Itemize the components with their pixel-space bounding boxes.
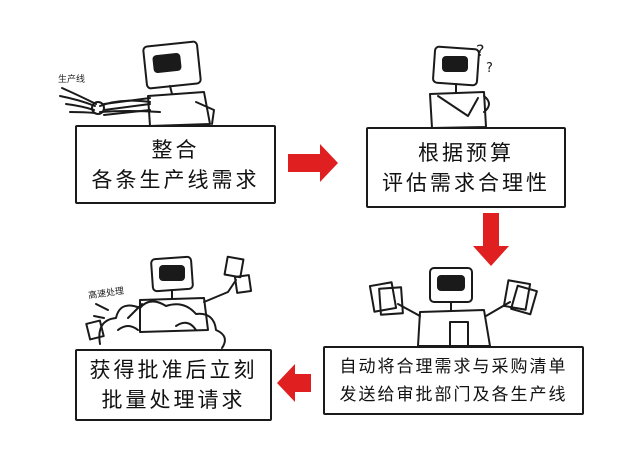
robot-1-icon: [59, 40, 215, 127]
arrow-left-icon: [277, 364, 311, 402]
svg-text:?: ?: [476, 41, 485, 60]
production-line-label: 生产线: [58, 75, 86, 85]
step-1-subtitle: 各条生产线需求: [91, 167, 260, 192]
step-1-box: 整合 各条生产线需求: [75, 125, 276, 204]
arrow-right-icon: [288, 144, 338, 182]
svg-text:?: ?: [486, 61, 493, 76]
arrow-down-icon: [473, 213, 509, 266]
step-3-box: 自动将合理需求与采购清单 发送给审批部门及各生产线: [323, 346, 584, 415]
step-1-title: 整合: [151, 137, 200, 162]
step-2-box: 根据预算 评估需求合理性: [366, 127, 566, 208]
step-4-box: 获得批准后立刻 批量处理请求: [75, 349, 272, 421]
robot-2-icon: ? ?: [429, 41, 493, 129]
step-4-line-2: 批量处理请求: [101, 388, 246, 412]
step-2-title: 根据预算: [418, 140, 514, 165]
step-2-subtitle: 评估需求合理性: [382, 170, 550, 195]
step-4-line-1: 获得批准后立刻: [89, 358, 258, 382]
robot-4-icon: [85, 255, 253, 349]
step-3-line-2: 发送给审批部门及各生产线: [339, 384, 568, 405]
step-3-line-1: 自动将合理需求与采购清单: [339, 356, 568, 377]
